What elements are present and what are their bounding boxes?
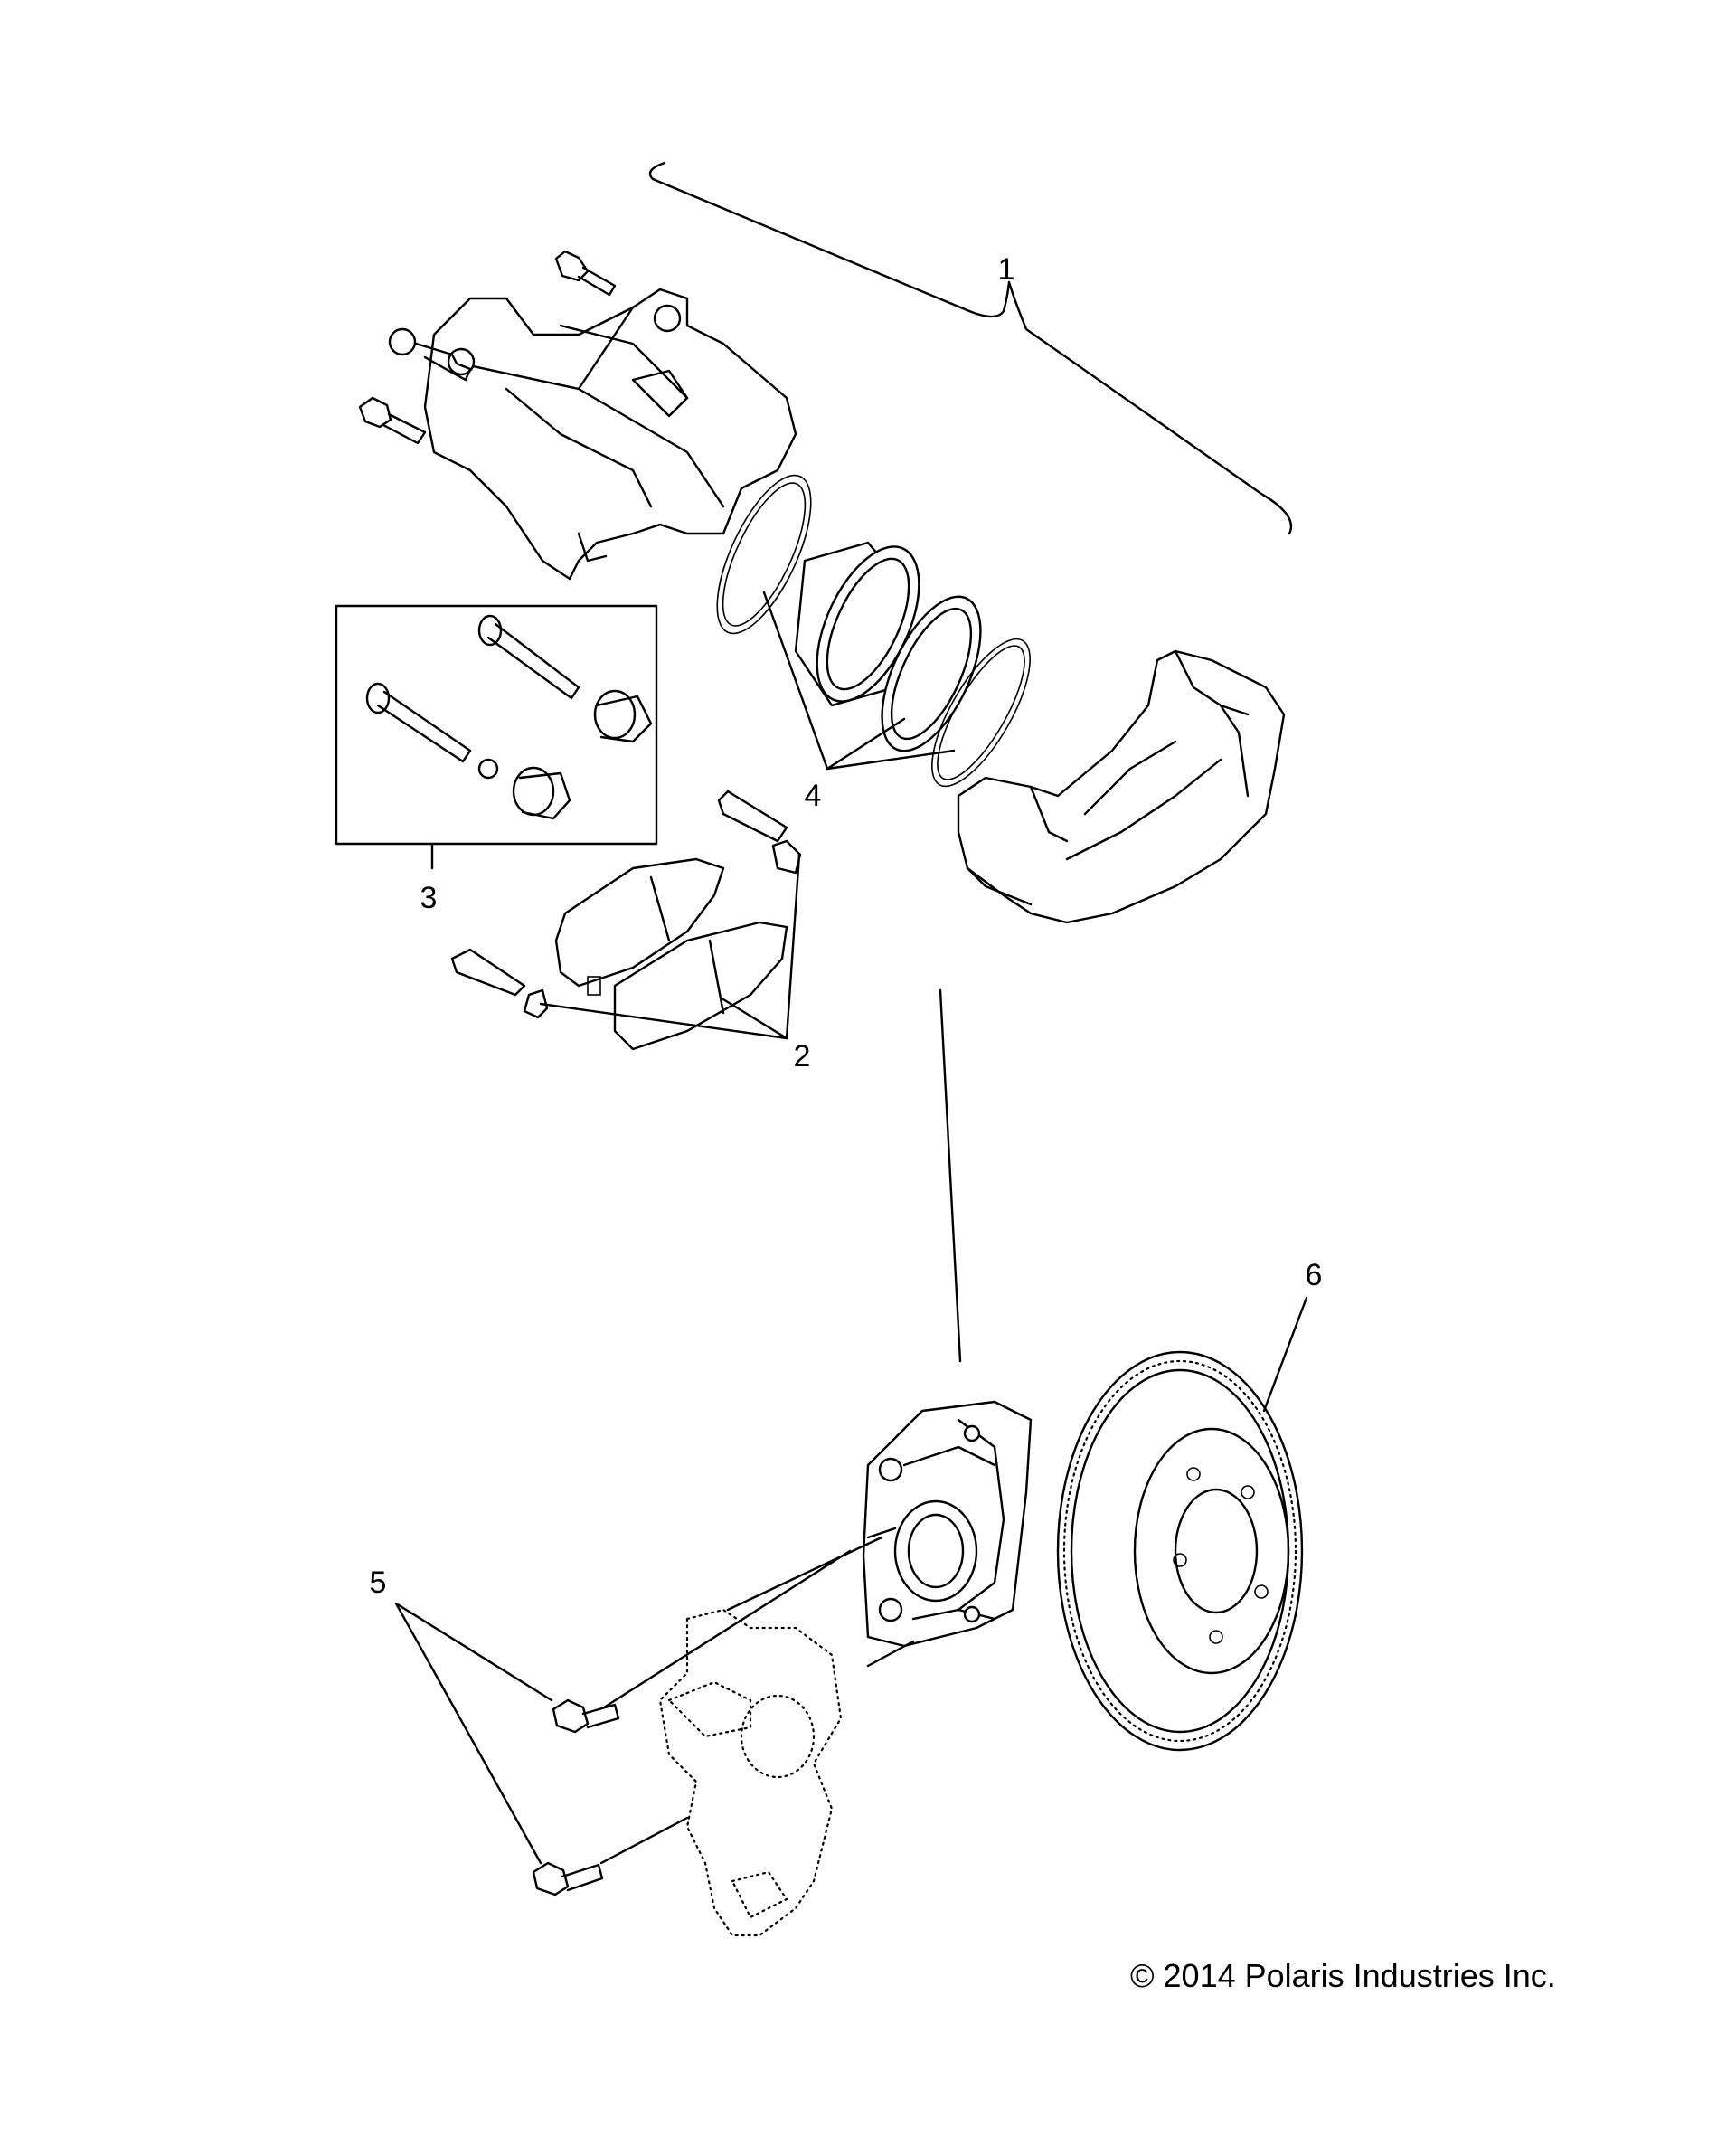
pad-clip-upper	[717, 790, 802, 875]
caliper-bracket	[957, 649, 1286, 924]
brake-rotor	[1056, 1296, 1308, 1752]
piston-seal-outer	[716, 474, 812, 635]
bleeder-valve	[388, 327, 472, 382]
caliper-body	[423, 288, 797, 581]
callout-5: 5	[369, 1565, 387, 1600]
brake-pad-inner	[613, 921, 788, 1051]
caliper-bolt-lower	[358, 396, 427, 445]
alignment-lines	[599, 1536, 915, 1865]
dust-seal-ring	[931, 638, 1031, 788]
pad-clip-lower	[450, 948, 549, 1019]
assembled-caliper	[862, 1400, 1033, 1648]
assembly-line	[939, 988, 962, 1363]
mounting-bolt-lower	[532, 1861, 604, 1896]
callout-6: 6	[1305, 1258, 1323, 1292]
leaders-4	[762, 591, 956, 771]
knuckle	[658, 1608, 843, 1937]
brake-pad-outer	[554, 857, 725, 996]
leaders-2	[539, 853, 801, 1040]
group-bracket-1	[648, 161, 1293, 535]
mounting-bolt-upper	[552, 1698, 620, 1734]
copyright-notice: © 2014 Polaris Industries Inc.	[1130, 1957, 1556, 1994]
callout-1: 1	[997, 252, 1015, 287]
pin-kit-box	[335, 604, 658, 870]
callout-4: 4	[804, 779, 822, 813]
guide-pin-upper	[477, 614, 653, 743]
piston-seal-inner	[881, 595, 982, 752]
leaders-5	[394, 1602, 553, 1865]
callout-2: 2	[793, 1039, 811, 1074]
guide-pin-lower	[365, 682, 571, 820]
piston	[794, 541, 920, 707]
caliper-bolt-top	[554, 250, 617, 297]
callout-3: 3	[420, 881, 438, 915]
